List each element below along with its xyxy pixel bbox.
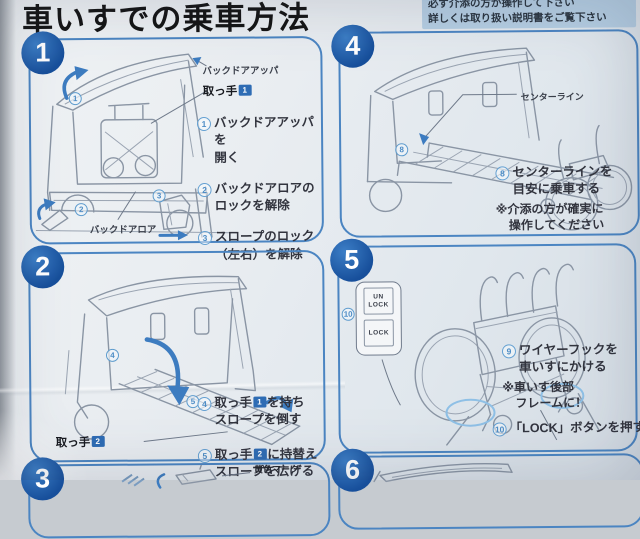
step-list: 9 ワイヤーフックを車いすにかける ※車いす後部フレームに！ bbox=[501, 341, 621, 412]
step-list: 10 「LOCK」ボタンを押す bbox=[492, 419, 640, 452]
drawing-marker: 1 bbox=[68, 92, 82, 106]
label-center-line: センターライン bbox=[520, 91, 584, 103]
drawing-marker: 8 bbox=[395, 143, 409, 157]
step-item: 2 バックドアロアのロックを解除 bbox=[197, 180, 319, 216]
step-number: 5 bbox=[197, 448, 212, 463]
label-yellow-mark: 黄色マーク bbox=[253, 464, 300, 475]
step-number: 2 bbox=[197, 182, 212, 197]
instruction-panel-4: 4 8 センターライン bbox=[331, 24, 640, 238]
label-backdoor-upper: バックドアアッパ bbox=[202, 65, 279, 78]
step-number: 1 bbox=[196, 116, 212, 132]
label-backdoor-lower: バックドアロア bbox=[89, 224, 157, 237]
photographed-paper-sheet bbox=[0, 0, 640, 480]
handle-number-tag: 1 bbox=[238, 84, 252, 96]
step-list: 8 センターラインを目安に乗車する ※介添の方が確実に操作してください bbox=[495, 163, 632, 234]
step-item: 10 「LOCK」ボタンを押す bbox=[492, 419, 640, 438]
instruction-panel-1: 1 bbox=[21, 31, 325, 261]
photo-left-edge-shadow bbox=[0, 0, 16, 480]
step-number: 4 bbox=[197, 396, 212, 412]
step-number: 10 bbox=[492, 422, 507, 437]
step-number: 9 bbox=[501, 344, 517, 359]
van-with-ramp-and-wheelchair-illustration bbox=[366, 47, 633, 231]
instruction-sheet: 車いすでの乗車方法 必ず介添の方が操作して下さい 詳しくは取り扱い説明書をご覧下… bbox=[20, 0, 640, 539]
rear-frame-note: ※車いす後部フレームに！ bbox=[502, 379, 588, 411]
handle-number-tag: 2 bbox=[253, 447, 267, 460]
attendant-caution-note: ※介添の方が確実に操作してください bbox=[495, 201, 605, 233]
step-item: 8 センターラインを目安に乗車する bbox=[495, 163, 631, 199]
step-number: 3 bbox=[197, 231, 213, 246]
caution-note-box: 必ず介添の方が操作して下さい 詳しくは取り扱い説明書をご覧下さい bbox=[421, 0, 637, 30]
wheelchair-wire-hook-illustration bbox=[381, 263, 600, 446]
instruction-panel-3: 3 黄色マーク bbox=[20, 457, 331, 539]
step-item: 1 バックドアアッパを開く bbox=[196, 114, 319, 167]
handle-number-tag: 2 bbox=[91, 435, 105, 448]
folded-slope-illustration bbox=[373, 463, 513, 483]
drawing-marker: 3 bbox=[152, 189, 166, 203]
page-title: 車いすでの乗車方法 bbox=[21, 0, 311, 38]
lock-button: LOCK bbox=[363, 319, 394, 347]
drawing-marker: 2 bbox=[74, 203, 88, 217]
drawing-marker: 4 bbox=[105, 348, 120, 362]
instruction-panel-6: 6 bbox=[330, 448, 640, 530]
step-number: 8 bbox=[495, 166, 510, 181]
drawing-marker: 10 bbox=[341, 307, 355, 321]
step-item: 9 ワイヤーフックを車いすにかける bbox=[501, 341, 620, 377]
handle-number-tag: 1 bbox=[252, 396, 266, 408]
caution-note-line2: 詳しくは取り扱い説明書をご覧下さい bbox=[428, 11, 607, 25]
